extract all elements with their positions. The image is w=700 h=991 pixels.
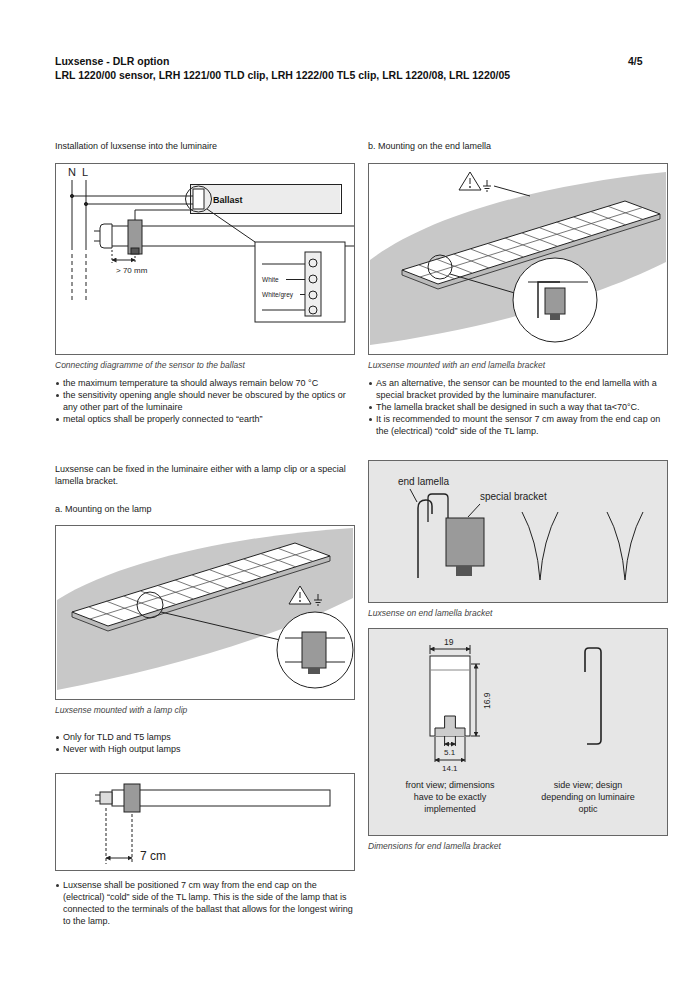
figure-caption: Dimensions for end lamella bracket	[368, 841, 501, 852]
wiring-diagram	[70, 180, 354, 322]
page-title: Luxsense - DLR option	[55, 55, 169, 68]
dimension: 16.9	[481, 692, 493, 709]
figure-panel: Luxsense mounted with a lamp clip	[55, 525, 355, 716]
bullet-item: The lamella bracket shall be designed in…	[376, 401, 668, 413]
dimension: 7 cm	[140, 850, 166, 862]
clip-position-drawing	[56, 774, 355, 871]
bracket-dimension-drawing	[369, 629, 667, 835]
pin-label: White	[262, 275, 279, 284]
view-note: side view; design depending on luminaire…	[538, 779, 638, 815]
figure-caption: Luxsense on end lamella bracket	[368, 608, 492, 619]
figure-caption: Luxsense mounted with a lamp clip	[55, 705, 187, 716]
subtitle: LRL 1220/00 sensor, LRH 1221/00 TLD clip…	[55, 69, 665, 82]
dimension: > 70 mm	[116, 265, 147, 277]
section-heading: b. Mounting on the end lamella	[368, 140, 491, 152]
panel-border	[55, 525, 355, 700]
lamella-bracket-illustration	[370, 172, 666, 345]
box-label: Ballast	[213, 194, 335, 206]
dimension: 5.1	[444, 747, 455, 759]
panel-border	[55, 163, 355, 355]
bullet-item: Only for TLD and T5 lamps	[63, 731, 355, 743]
bullet-item: Luxsense shall be positioned 7 cm way fr…	[63, 879, 355, 927]
bullet-item: Never with High output lamps	[63, 743, 355, 755]
lamella-profile-drawing	[369, 461, 667, 602]
part-label: end lamella	[398, 476, 449, 488]
bullet-item: It is recommended to mount the sensor 7 …	[376, 413, 668, 437]
figure-caption: Luxsense mounted with an end lamella bra…	[368, 360, 545, 371]
figure-panel: Dimensions for end lamella bracket	[368, 628, 668, 852]
part-label: special bracket	[480, 491, 547, 503]
figure-panel: Connecting diagramme of the sensor to th…	[55, 163, 355, 371]
paragraph: Luxsense can be fixed in the luminaire e…	[55, 463, 355, 487]
figure-panel: Luxsense on end lamella bracket	[368, 460, 668, 619]
section-heading: Installation of luxsense into the lumina…	[55, 140, 217, 152]
wire-label: L	[82, 166, 88, 178]
bullet-item: the maximum temperature ta should always…	[63, 377, 355, 389]
page-number: 4/5	[628, 55, 643, 68]
lamp-clip-illustration	[57, 528, 353, 690]
view-note: front view; dimensions have to be exactl…	[400, 779, 500, 815]
section-heading: a. Mounting on the lamp	[55, 503, 152, 515]
bullet-item: the sensitivity opening angle should nev…	[63, 389, 355, 413]
bullet-item: metal optics shall be properly connected…	[63, 413, 355, 425]
figure-panel: Luxsense mounted with an end lamella bra…	[368, 163, 668, 371]
ballast-box: Ballast	[190, 184, 342, 214]
panel-border	[368, 628, 668, 836]
dimension: 14.1	[442, 763, 458, 775]
panel-border	[368, 163, 668, 355]
pin-label: White/grey	[262, 290, 293, 299]
dimension: 19	[444, 636, 453, 648]
bullet-item: As an alternative, the sensor can be mou…	[376, 377, 668, 401]
wire-label: N	[68, 166, 76, 178]
figure-caption: Connecting diagramme of the sensor to th…	[55, 360, 245, 371]
panel-border	[368, 460, 668, 603]
